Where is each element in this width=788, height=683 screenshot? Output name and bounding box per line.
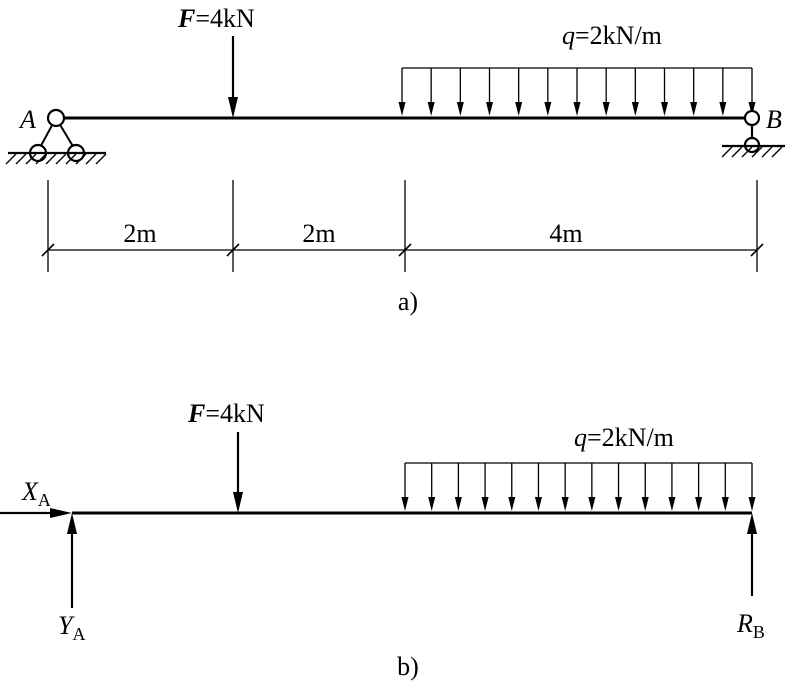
ground-hatch [75,153,87,165]
load-arrow-head [544,102,552,116]
dimension-lines-a [41,180,764,272]
ground-hatch [5,153,17,165]
reaction-xa-label: XA [21,477,51,510]
ground-hatch [761,146,773,158]
ground-hatch [85,153,97,165]
load-arrow-head [695,497,703,511]
load-arrow-head [573,102,581,116]
ground-hatch [721,146,733,158]
dim-label-3: 4m [549,219,582,248]
load-arrow-head [427,102,435,116]
load-arrow-head [602,102,610,116]
load-arrow-head [719,102,727,116]
load-arrow-head [668,497,676,511]
dim-label-1: 2m [123,219,156,248]
ground-hatch [55,153,67,165]
caption-a: a) [398,287,418,316]
load-arrow-head [481,497,489,511]
support-label-a: A [18,105,36,134]
distributed-load-a [398,67,756,116]
ground-hatch [25,153,37,165]
ground-hatch [731,146,743,158]
load-arrow-head [486,102,493,116]
load-arrow-head [721,497,729,511]
reaction-ya-arrow [67,513,77,608]
dim-label-2: 2m [302,219,335,248]
load-arrow-head [456,102,464,116]
load-arrow-head [508,497,516,511]
load-label-a: q=2kN/m [562,21,662,50]
ground-hatch [65,153,77,165]
load-arrow-head [661,102,668,116]
load-arrow-head [641,497,649,511]
caption-b: b) [397,652,419,681]
support-label-b: B [766,105,782,134]
load-arrow-head [690,102,698,116]
diagram-b: F=4kN q=2kN/m XA YA RB b) [0,399,765,681]
load-arrow-head [748,497,756,511]
load-arrow-head [454,497,462,511]
force-label-a: F=4kN [177,4,255,33]
load-arrow-head [398,102,406,116]
load-arrow-head [561,497,569,511]
load-arrow-head [401,497,409,511]
load-arrow-head [631,102,639,116]
load-arrow-head [515,102,523,116]
ground-hatch [45,153,57,165]
load-label-b: q=2kN/m [574,423,674,452]
ground-hatch [35,153,47,165]
reaction-rb-label: RB [736,609,765,642]
ground-hatch [741,146,753,158]
ground-hatch [771,146,783,158]
roller-support-b [721,109,785,158]
load-arrow-head [534,497,542,511]
reaction-ya-label: YA [58,611,85,644]
ground-hatch [95,153,107,165]
ground-hatch [15,153,27,165]
diagram-a: F=4kN q=2kN/m A B [5,4,785,316]
distributed-load-b [401,462,756,511]
point-force-a [228,36,238,118]
point-force-b [233,432,243,513]
load-arrow-head [748,102,756,116]
load-arrow-head [615,497,623,511]
load-arrow-head [588,497,596,511]
pinned-support-a [5,108,107,165]
force-label-b: F=4kN [187,399,265,428]
ground-hatch [751,146,763,158]
reaction-xa-arrow [0,508,72,518]
reaction-rb-arrow [747,513,757,596]
load-arrow-head [428,497,436,511]
